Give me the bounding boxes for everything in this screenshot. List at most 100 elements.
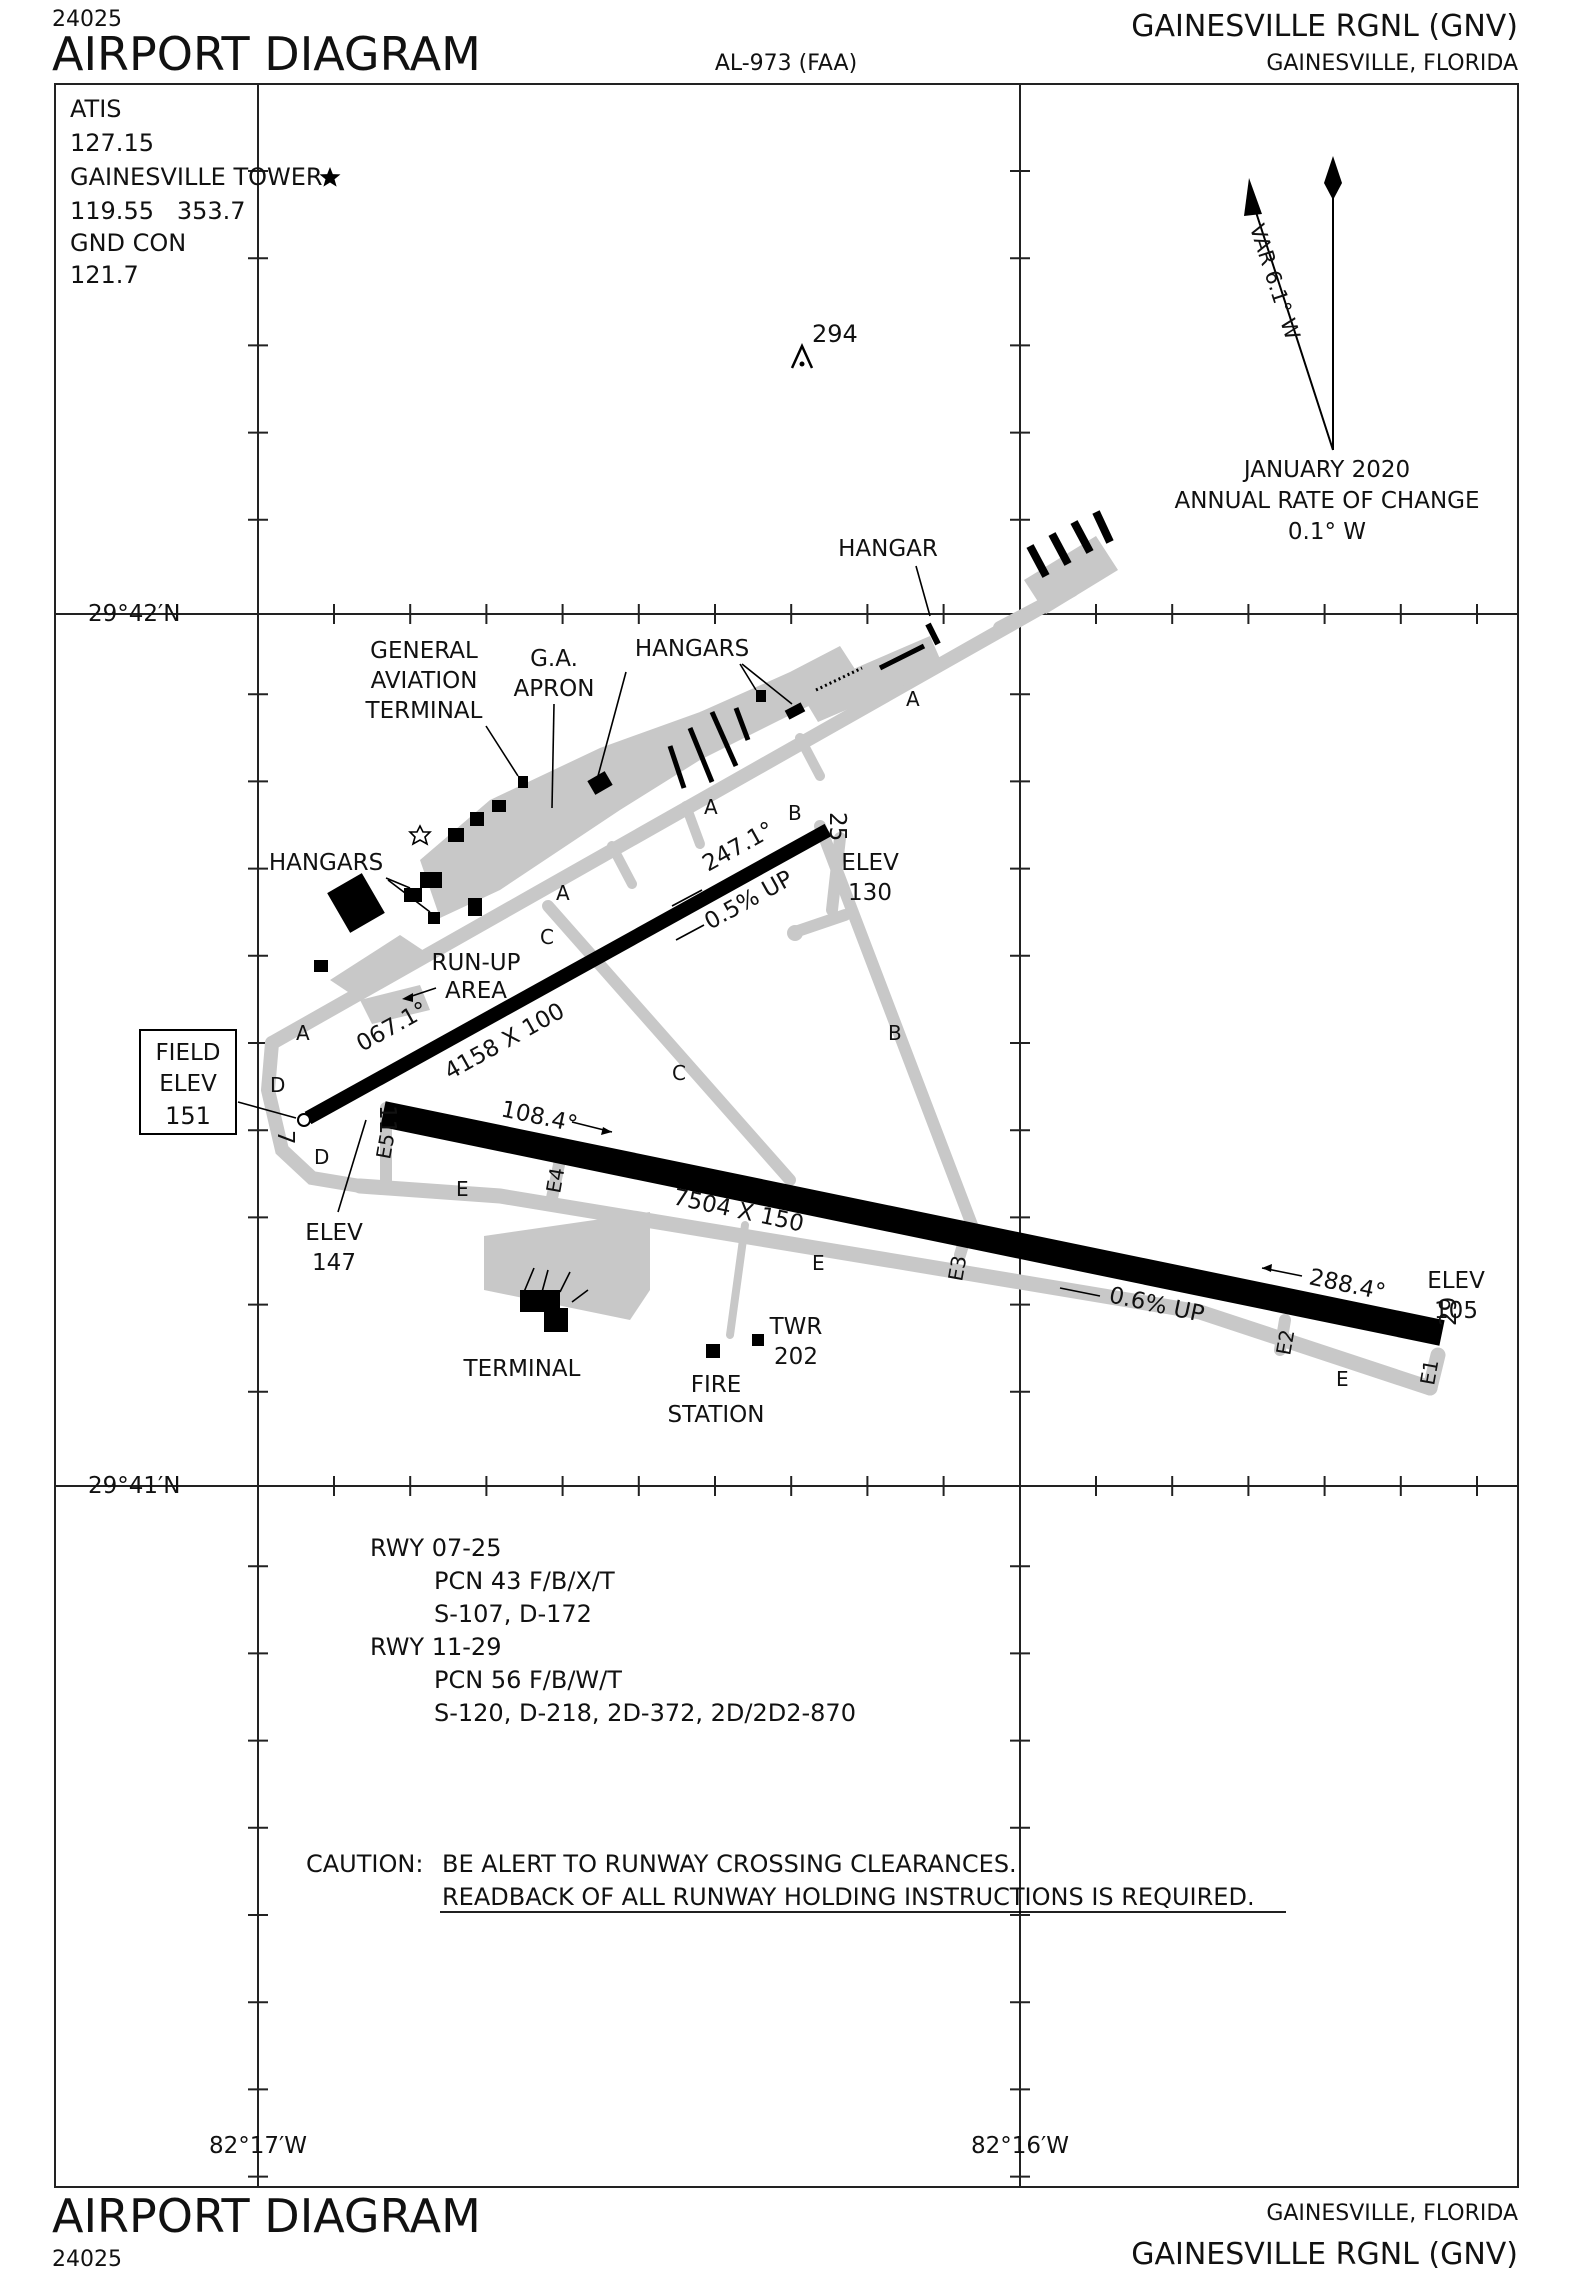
twy-label-e3: E3 [943, 1254, 971, 1283]
hangar-far-ne-3 [1070, 520, 1094, 554]
chart-number-bottom: 24025 [52, 2247, 122, 2272]
hangar-far-ne-2 [1048, 532, 1072, 566]
chart-title-top: AIRPORT DIAGRAM [52, 27, 481, 81]
city-state-bottom: GAINESVILLE, FLORIDA [1266, 2201, 1518, 2226]
rwy-07-25-weights: S-107, D-172 [434, 1600, 592, 1628]
ga-terminal-leader [485, 725, 519, 777]
hangar-north-1 [756, 690, 766, 702]
taxiway-d [260, 1036, 367, 1193]
ga-apron-label-2: APRON [514, 676, 595, 702]
caution-note: CAUTION: BE ALERT TO RUNWAY CROSSING CLE… [306, 1850, 1286, 1913]
twy-label-e4: E4 [541, 1166, 569, 1195]
ga-apron-label-1: G.A. [530, 646, 578, 672]
tower-frequencies: 119.55 353.7 [70, 197, 246, 225]
rwy-end-25: 25 [824, 812, 850, 841]
header: 24025 AIRPORT DIAGRAM AL-973 (FAA) GAINE… [52, 7, 1518, 81]
rwy-29-arrowhead-icon [1262, 1264, 1272, 1272]
taxiway-c [542, 900, 796, 1186]
runway-07-25 [304, 823, 832, 1125]
caution-prefix: CAUTION: [306, 1850, 423, 1878]
ga-terminal-bldg-1 [448, 828, 464, 842]
hangar-row-1 [667, 745, 687, 789]
terminal-apron [484, 1212, 650, 1320]
elev-130-value: 130 [848, 880, 892, 906]
chart-title-bottom: AIRPORT DIAGRAM [52, 2189, 481, 2243]
caution-line-2: READBACK OF ALL RUNWAY HOLDING INSTRUCTI… [442, 1883, 1255, 1911]
twy-label-b-north: B [788, 801, 802, 825]
twy-label-e-east: E [1336, 1367, 1349, 1391]
twy-label-d-south: D [314, 1145, 329, 1169]
taxiway-e1 [1422, 1347, 1446, 1396]
tower-height: 202 [774, 1344, 818, 1370]
twy-label-a-mid: A [556, 881, 570, 905]
runways [297, 823, 1445, 1346]
twy-label-e2: E2 [1271, 1328, 1299, 1357]
magnetic-north-line [1253, 205, 1334, 451]
hangar-far-ne-1 [1026, 544, 1050, 578]
variation-label: VAR 6.1° W [1245, 221, 1305, 343]
magnetic-variation: VAR 6.1° W JANUARY 2020 ANNUAL RATE OF C… [1174, 156, 1480, 545]
rwy-end-29: 29 [1436, 1297, 1462, 1326]
elev-105-label: ELEV [1427, 1268, 1485, 1294]
obstacle-dot [799, 361, 805, 367]
airport-name-top: GAINESVILLE RGNL (GNV) [1131, 9, 1518, 44]
taxiway-b-stub [826, 832, 846, 916]
twy-label-e-west: E [456, 1177, 469, 1201]
northeast-apron [800, 636, 944, 722]
twy-label-a-east: A [906, 687, 920, 711]
hangar-north-row [815, 666, 863, 692]
ga-terminal-label-2: AVIATION [371, 668, 478, 694]
ga-apron [420, 690, 780, 918]
rwy-11-29-note: RWY 11-29 [370, 1633, 501, 1661]
ground-label: GND CON [70, 229, 186, 257]
hangar-row-4 [733, 707, 751, 741]
hangar-west-1 [404, 888, 422, 902]
runup-area-label-1: RUN-UP [431, 950, 520, 976]
ga-terminal-label-3: TERMINAL [365, 698, 483, 724]
elev-147-label: ELEV [305, 1220, 363, 1246]
chart-frame [54, 83, 1519, 2188]
atis-label: ATIS [70, 95, 122, 123]
magnetic-north-arrow-icon [1244, 178, 1262, 216]
lat-label-lower: 29°41′N [88, 1473, 180, 1499]
caution-line-1: BE ALERT TO RUNWAY CROSSING CLEARANCES. [442, 1850, 1017, 1878]
pavement-notes: RWY 07-25 PCN 43 F/B/X/T S-107, D-172 RW… [370, 1534, 856, 1727]
rwy-07-25-pcn: PCN 43 F/B/X/T [434, 1567, 615, 1595]
north-apron [700, 646, 862, 720]
field-elev-label-1: FIELD [155, 1040, 220, 1066]
atis-frequency: 127.15 [70, 129, 154, 157]
epoch-line-1: JANUARY 2020 [1242, 457, 1410, 483]
hangar-ne-leader [915, 565, 931, 617]
runway-11-29 [380, 1101, 1445, 1346]
obstacle-elevation: 294 [812, 320, 858, 348]
twy-label-c: C [672, 1061, 686, 1085]
twy-label-c-north: C [540, 925, 554, 949]
lat-lon-grid [55, 84, 1518, 2187]
hangar-west-3 [428, 912, 440, 924]
comms-block: ATIS 127.15 GAINESVILLE TOWER 119.55 353… [70, 95, 341, 289]
terminal-gates [523, 1267, 589, 1303]
airport-name-bottom: GAINESVILLE RGNL (GNV) [1131, 2237, 1518, 2272]
twy-label-e5: E5 [371, 1132, 399, 1161]
buildings [314, 510, 1114, 1358]
twy-label-d-north: D [270, 1073, 285, 1097]
west-hangar-apron [330, 935, 430, 1000]
taxiway-connector-3 [795, 733, 825, 781]
fire-station-label-2: STATION [668, 1402, 765, 1428]
hangar-row-3 [709, 710, 739, 768]
fire-station-bldg [706, 1344, 720, 1358]
facility-labels: HANGAR HANGARS G.A. APRON GENERAL AVIATI… [139, 536, 1485, 1428]
true-north-arrow-icon [1324, 156, 1342, 200]
twy-label-a-center: A [704, 795, 718, 819]
elev-147-value: 147 [312, 1250, 356, 1276]
taxiway-b-pad [787, 925, 803, 941]
rwy-end-11: 11 [374, 1105, 400, 1134]
ga-terminal-bldg-2 [470, 812, 484, 826]
twy-label-e1: E1 [1415, 1358, 1443, 1387]
field-elev-leader [237, 1101, 297, 1119]
rwy-25-direction-arrow-icon [671, 889, 703, 907]
hangars-north-west-leader [597, 671, 627, 777]
field-elev-label-2: ELEV [159, 1071, 217, 1097]
tower-bldg [752, 1334, 764, 1346]
procedure-id: AL-973 (FAA) [715, 51, 857, 76]
